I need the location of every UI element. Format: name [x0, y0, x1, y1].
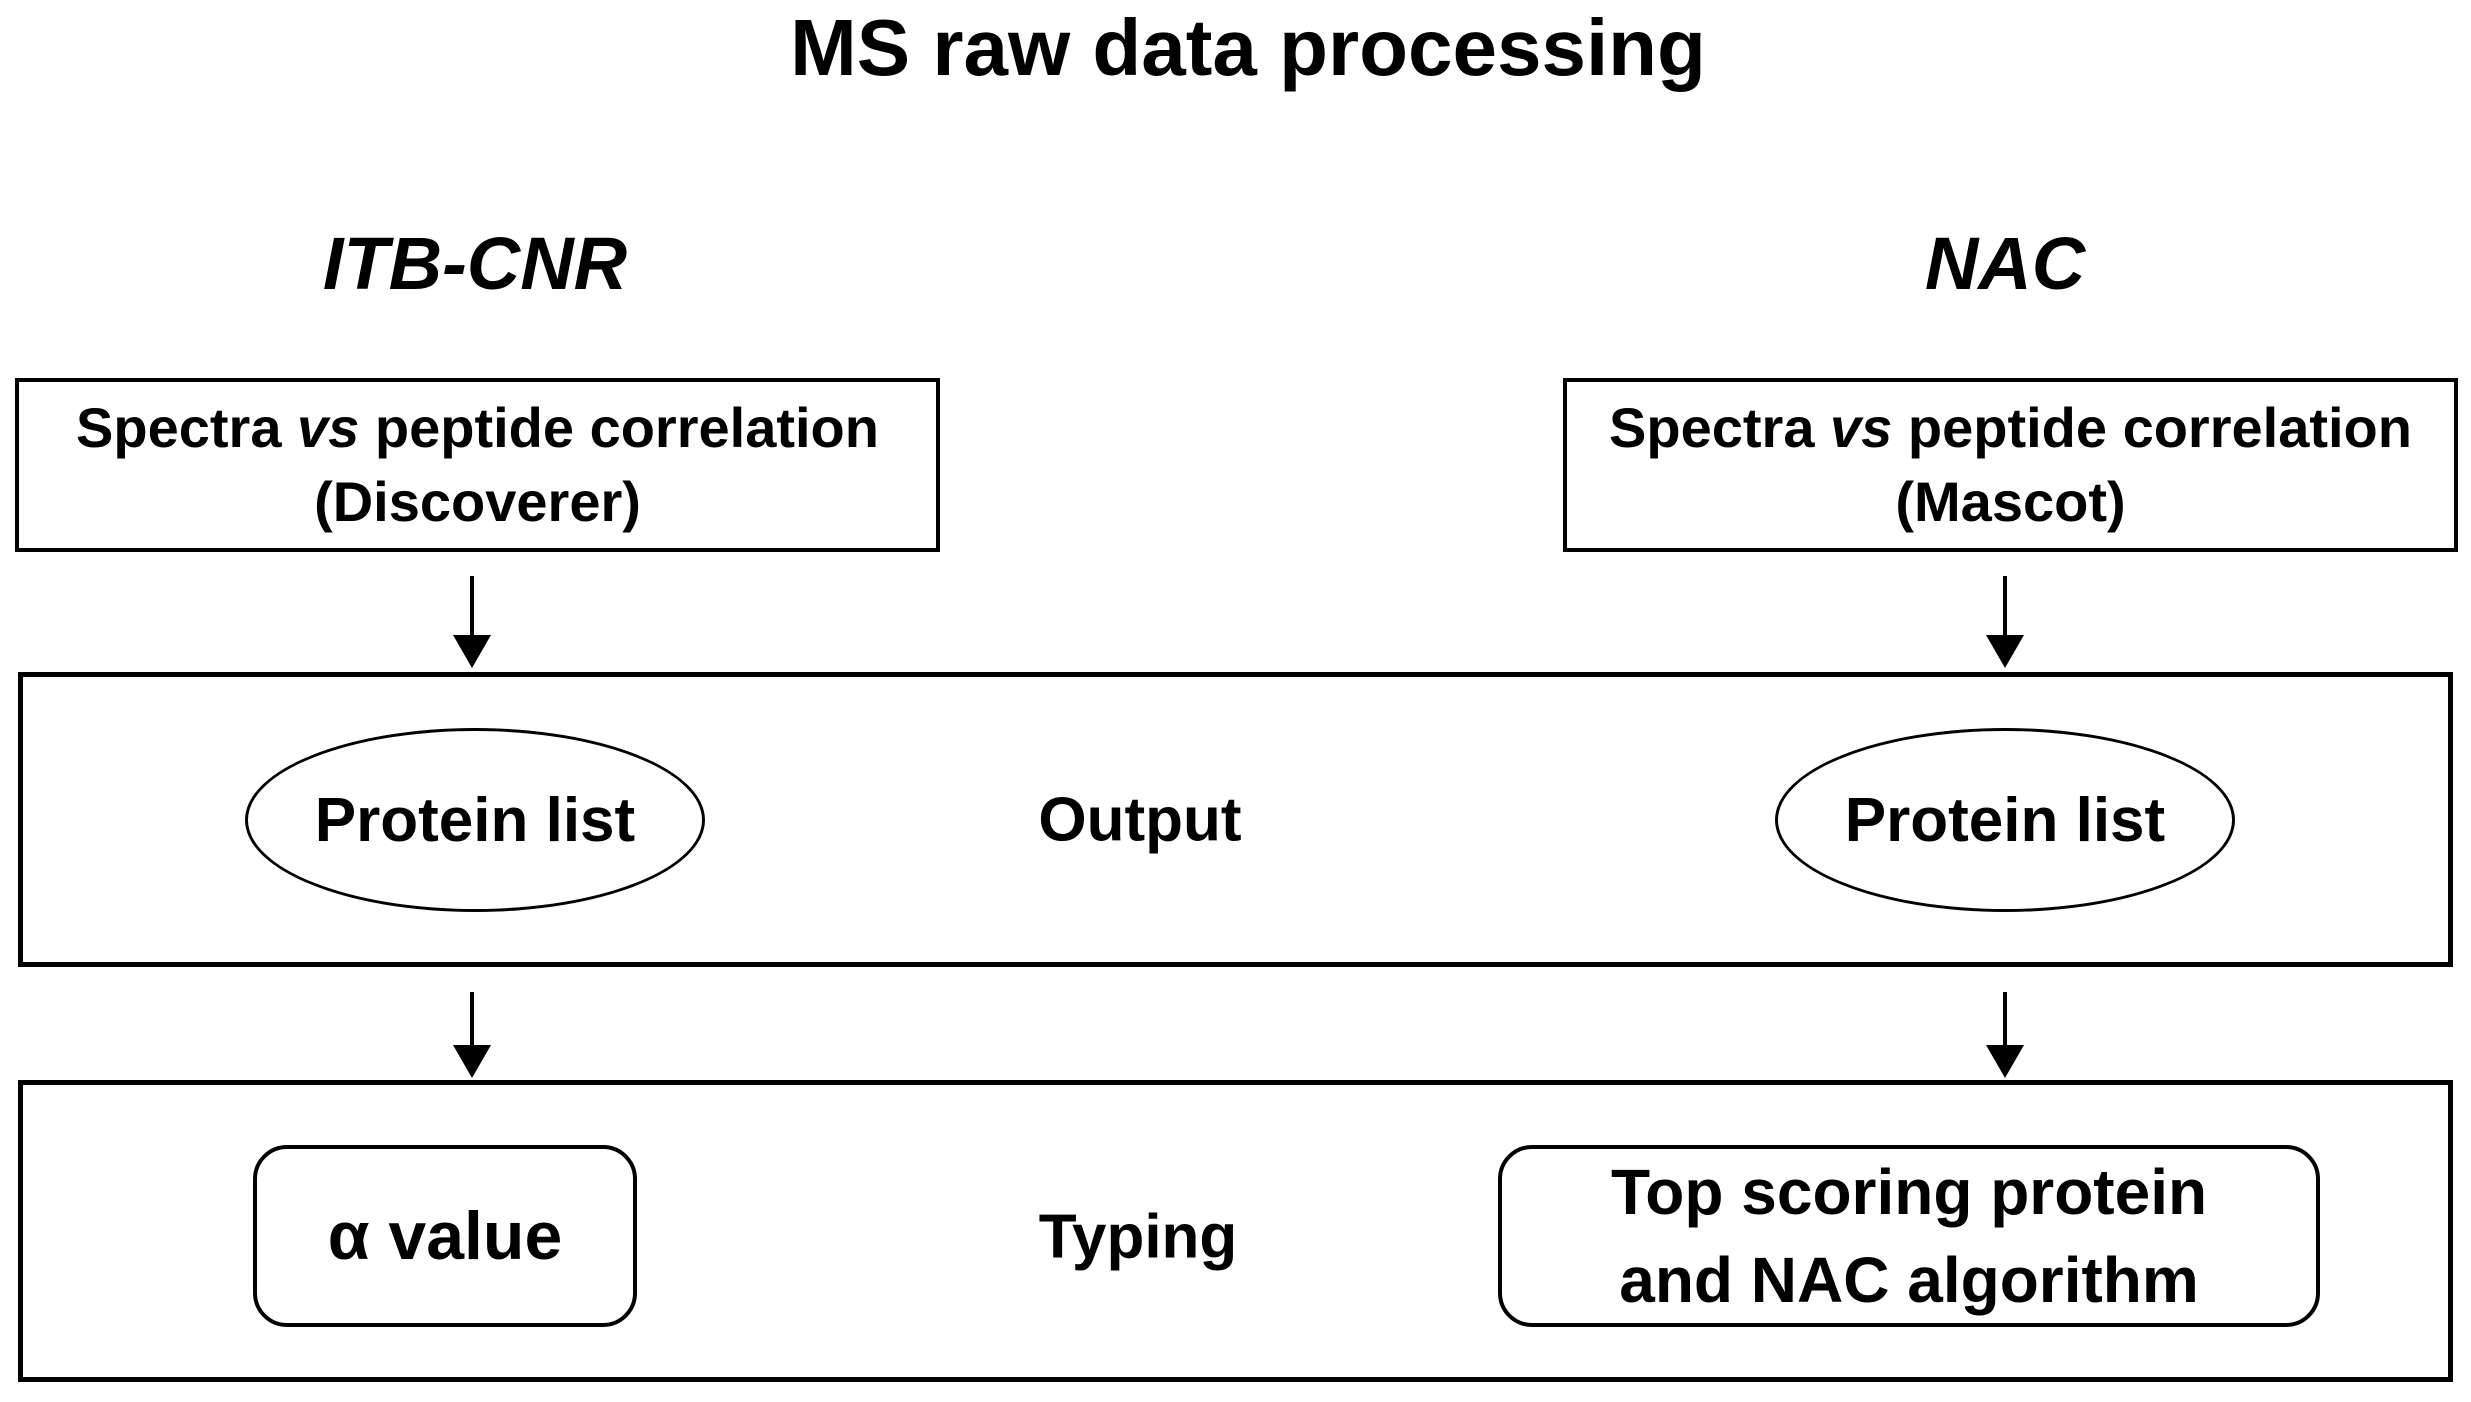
output-row-label: Output [1038, 785, 1242, 855]
arrow-head-icon [1986, 635, 2024, 668]
method-box-mascot-line2: (Mascot) [1895, 470, 2126, 533]
method-box-mascot-line1: Spectra vs peptide correlation [1609, 391, 2412, 465]
down-arrow-right-to-output [1985, 576, 2025, 668]
method-text: Spectra [76, 396, 298, 459]
method-box-discoverer-line1: Spectra vs peptide correlation [76, 391, 879, 465]
method-text: peptide correlation [359, 396, 879, 459]
typing-row-label: Typing [1038, 1202, 1238, 1272]
diagram-title: MS raw data processing [790, 3, 1706, 92]
arrow-line [2003, 992, 2007, 1045]
nac-algorithm-node-line1: Top scoring protein [1610, 1156, 2208, 1228]
method-box-mascot: Spectra vs peptide correlation (Mascot) [1563, 378, 2458, 552]
protein-list-ellipse-right: Protein list [1775, 728, 2235, 912]
method-text: Spectra [1609, 396, 1831, 459]
nac-algorithm-node-line2: and NAC algorithm [1619, 1244, 2199, 1316]
down-arrow-left-to-output [452, 576, 492, 668]
arrow-head-icon [453, 635, 491, 668]
column-header-nac: NAC [1924, 222, 2086, 305]
arrow-head-icon [453, 1045, 491, 1078]
arrow-line [2003, 576, 2007, 635]
arrow-head-icon [1986, 1045, 2024, 1078]
method-text: peptide correlation [1892, 396, 2412, 459]
protein-list-ellipse-left: Protein list [245, 728, 705, 912]
method-vs-text: vs [1830, 396, 1893, 459]
arrow-line [470, 576, 474, 635]
alpha-value-node: α value [253, 1145, 637, 1327]
column-header-itb-cnr: ITB-CNR [322, 222, 628, 305]
method-box-discoverer-line2: (Discoverer) [314, 470, 641, 533]
method-box-discoverer: Spectra vs peptide correlation (Discover… [15, 378, 940, 552]
down-arrow-left-to-typing [452, 992, 492, 1078]
down-arrow-right-to-typing [1985, 992, 2025, 1078]
method-vs-text: vs [297, 396, 360, 459]
nac-algorithm-node: Top scoring protein and NAC algorithm [1498, 1145, 2320, 1327]
arrow-line [470, 992, 474, 1045]
